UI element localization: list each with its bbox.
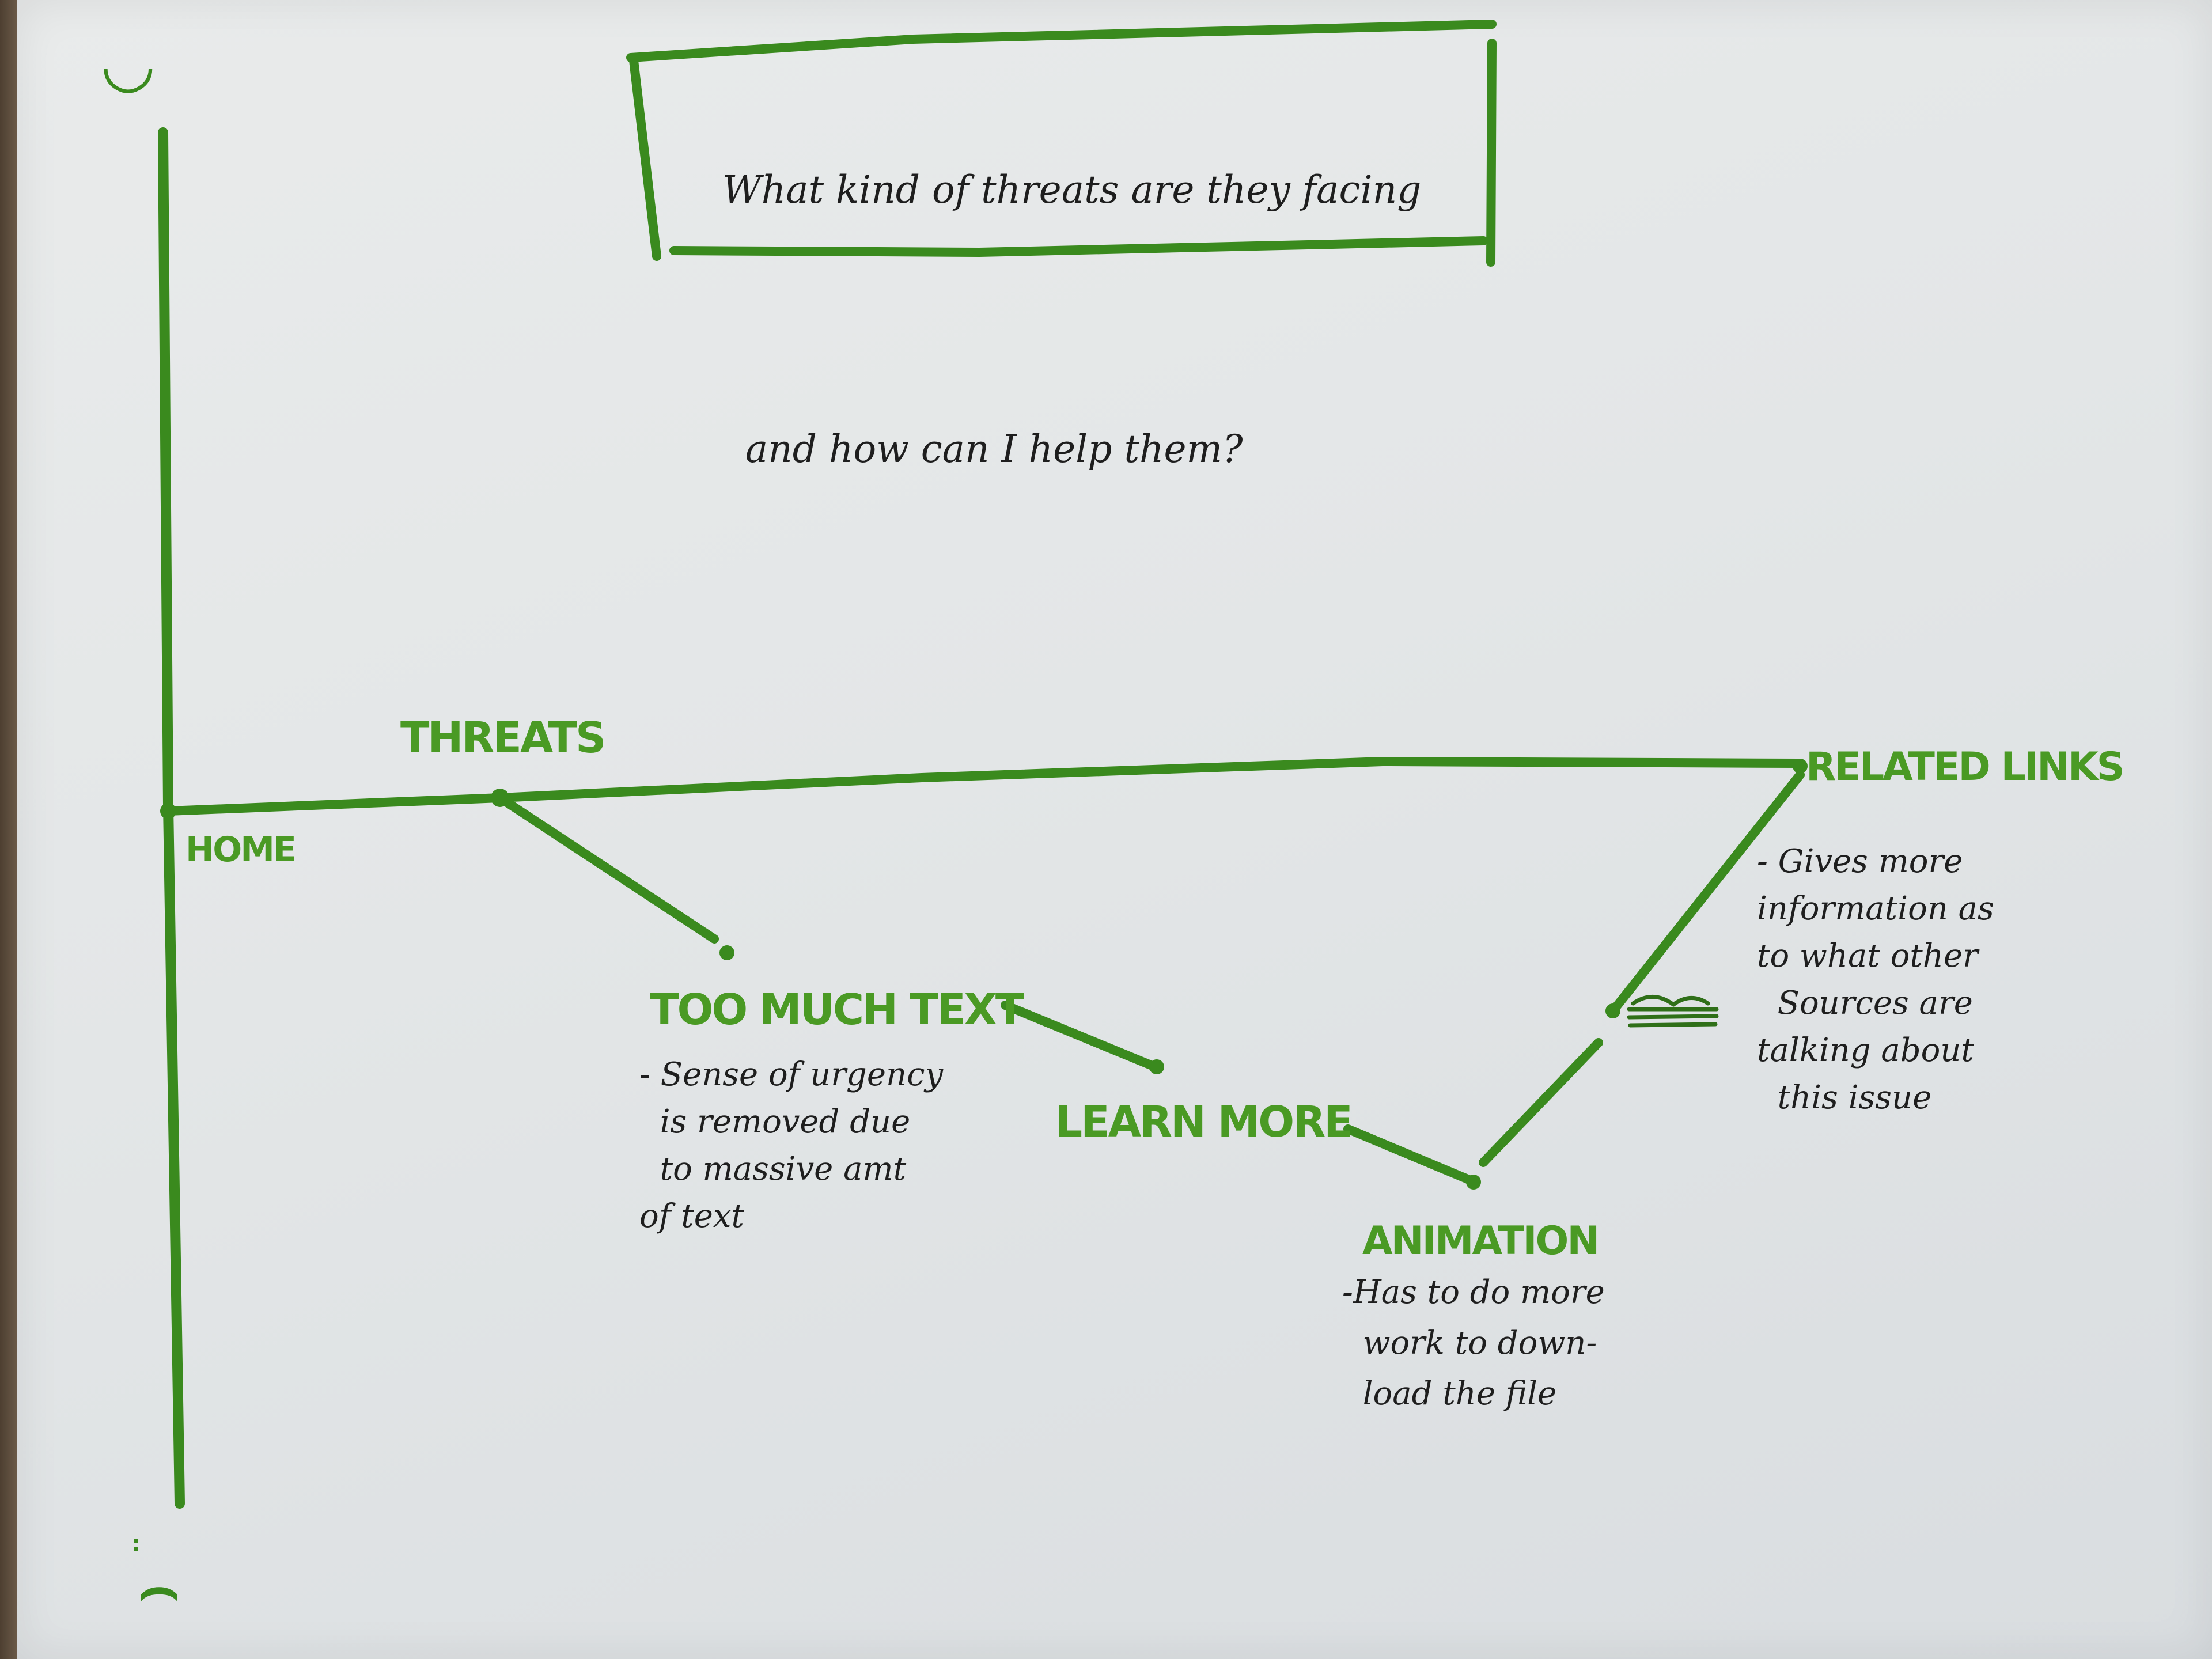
node-label-too-much-text: TOO MUCH TEXT (650, 985, 1024, 1035)
journey-path (164, 757, 1805, 1185)
path-related-lower (1608, 770, 1805, 1016)
paper-sheet (17, 0, 2212, 1659)
question-line-2: and how can I help them? (745, 427, 1243, 471)
sad-face-eyes-icon: : (131, 1531, 141, 1557)
node-dot-related-links (1793, 759, 1808, 774)
question-text: What kind of threats are they facing and… (674, 60, 1421, 579)
path-learn-more-animation (1343, 1124, 1476, 1185)
node-label-animation: ANIMATION (1362, 1218, 1600, 1264)
question-line-1: What kind of threats are they facing (722, 168, 1422, 212)
question-box-top (626, 20, 1497, 62)
node-dot-home (160, 803, 176, 819)
node-dot-threats (491, 789, 509, 807)
path-threats-too-much-text (495, 793, 719, 944)
node-dot-animation (1466, 1175, 1481, 1190)
crossed-out-scribble (1627, 995, 1719, 1028)
node-dot-related-mid (1605, 1003, 1620, 1018)
happy-face-icon: ◡ (104, 26, 153, 100)
question-box-right (1486, 39, 1497, 267)
node-label-home: HOME (185, 830, 297, 870)
node-dot-too-much-text (719, 945, 734, 960)
node-label-related-links: RELATED LINKS (1806, 744, 2125, 790)
sad-face-icon: ⌢ (138, 1550, 180, 1624)
question-box (626, 20, 1497, 267)
node-label-learn-more: LEARN MORE (1055, 1097, 1353, 1147)
node-label-threats: THREATS (400, 713, 606, 763)
question-box-bottom (669, 236, 1488, 257)
path-animation-related (1479, 1038, 1603, 1167)
path-threats-top-line (495, 757, 1802, 802)
path-too-much-text-learn-more (1001, 1001, 1160, 1071)
note-animation: -Has to do more work to down- load the f… (1342, 1274, 1605, 1412)
note-too-much-text: - Sense of urgency is removed due to mas… (639, 1056, 944, 1235)
note-related-links: - Gives more information as to what othe… (1757, 843, 1994, 1116)
node-dot-learn-more (1149, 1059, 1164, 1074)
path-home-threats (164, 793, 505, 816)
question-box-left (629, 56, 661, 261)
